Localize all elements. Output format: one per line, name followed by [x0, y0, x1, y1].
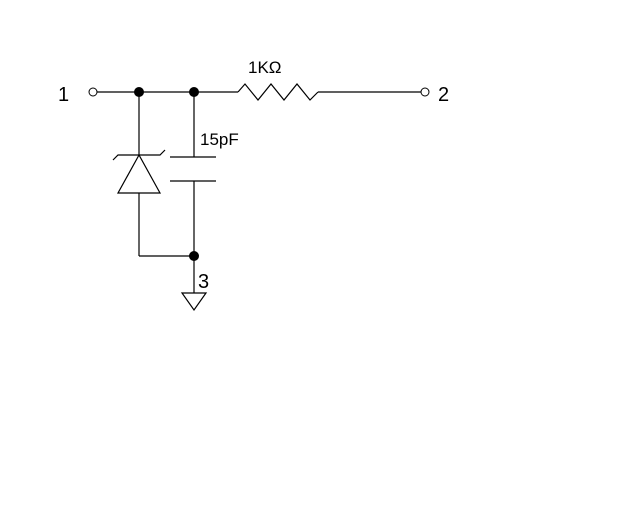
terminal-2 [420, 87, 430, 97]
terminal-1 [88, 87, 98, 97]
resistor-value-label: 1KΩ [248, 58, 282, 77]
pin-label-2: 2 [438, 84, 449, 106]
junction-node-diode [134, 87, 144, 97]
ground-symbol [180, 292, 208, 312]
junction-node-ground [189, 251, 199, 261]
zener-diode [112, 149, 166, 194]
resistor [237, 83, 319, 101]
pin-label-1: 1 [58, 84, 69, 106]
capacitor-value-label: 15pF [200, 130, 239, 149]
pin-label-3: 3 [198, 271, 209, 293]
junction-node-capacitor [189, 87, 199, 97]
